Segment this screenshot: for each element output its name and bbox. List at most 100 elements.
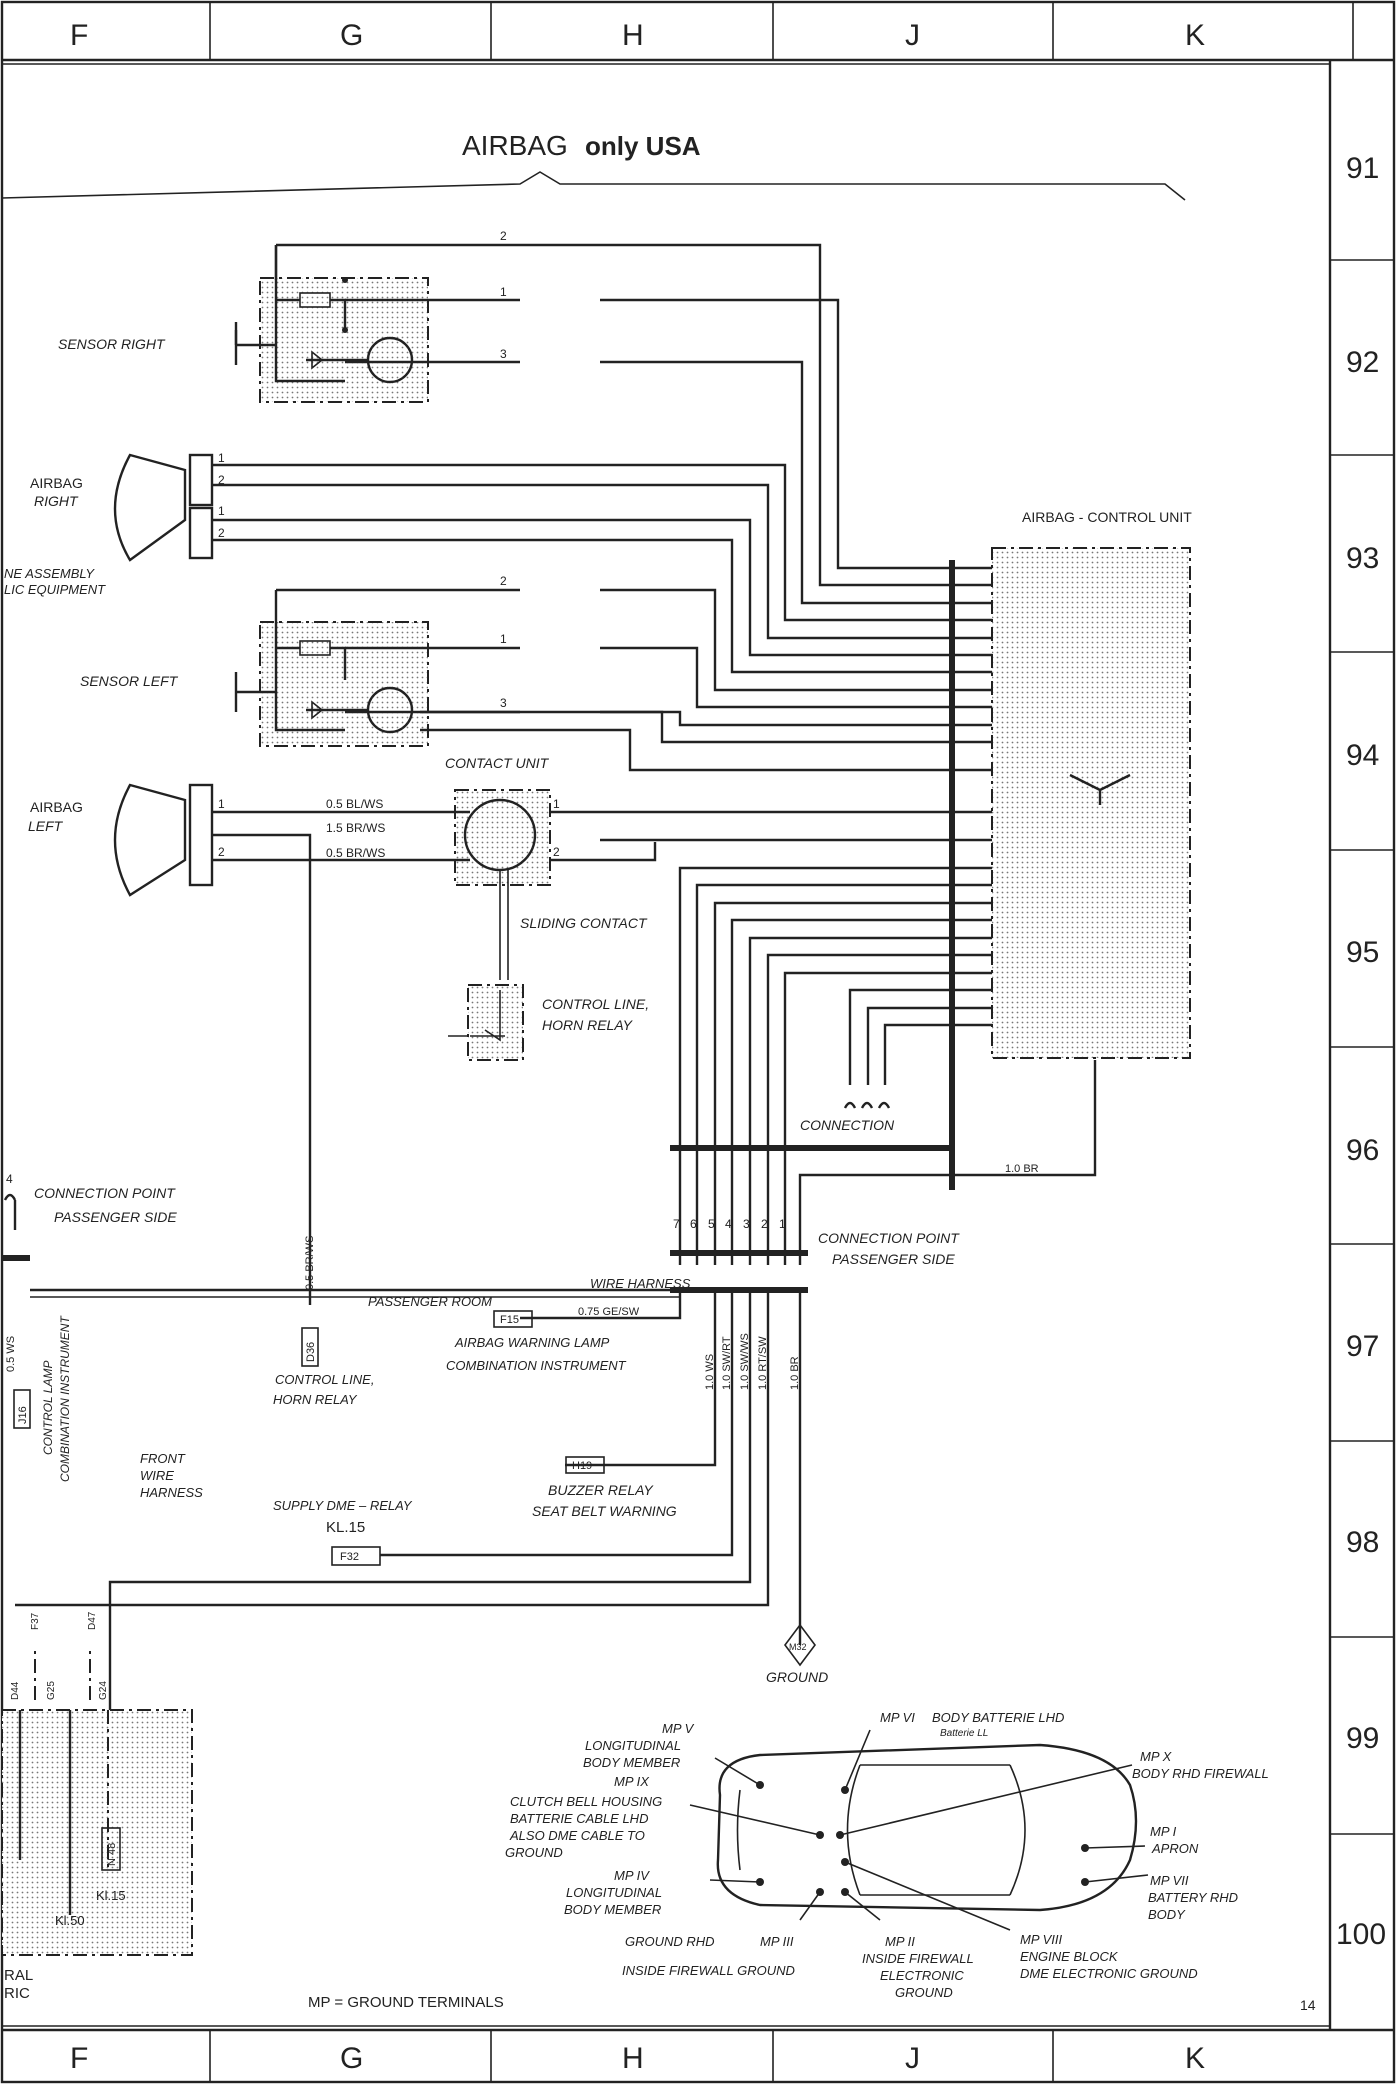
ground-point: MP II [885,1934,915,1949]
row-label: 91 [1346,152,1379,185]
row-label: 98 [1346,1526,1379,1559]
lower-wires [15,1215,802,1710]
wire-label: 1.0 SW/WS [739,1333,751,1390]
pin-label: 3 [500,696,507,710]
ground-point: MP VIII [1020,1932,1063,1947]
column-label: K [1185,2042,1205,2075]
ground-label: GROUND [766,1669,828,1685]
control-unit-wires [212,243,1097,1265]
diagram-title: AIRBAG [462,130,568,161]
ground-point: ELECTRONIC [880,1968,964,1983]
ground-point: ENGINE BLOCK [1020,1949,1119,1964]
central-electric-box: N 48 D44 G25 G24 D47 F37 [1,1611,193,1956]
ground-point: MP IX [614,1774,650,1789]
pin-label: 2 [553,845,560,859]
pin-label: 1 [218,504,225,518]
wire-label: 0.5 BL/WS [326,797,383,811]
column-labels-bottom: F G H J K [70,2042,1205,2075]
wire-label: 0.5 BR/WS [326,846,385,860]
airbag-right-label: AIRBAG [30,475,83,491]
ground-point: GROUND RHD [625,1934,715,1949]
pin-label: 1 [218,451,225,465]
ground-code: M32 [789,1642,807,1652]
airbag-control-unit [949,547,1191,1190]
car-outline [689,1729,1149,1931]
connection [843,1101,891,1109]
pin-label: 5 [708,1217,715,1231]
wire-harness-label: PASSENGER ROOM [368,1294,492,1309]
ground-terminals-label: MP = GROUND TERMINALS [308,1994,504,2011]
ground-point: CLUTCH BELL HOUSING [510,1794,662,1809]
warning-lamp-label: AIRBAG WARNING LAMP [454,1335,610,1350]
pin-label: 1 [500,632,507,646]
ground-point: BODY RHD FIREWALL [1132,1766,1269,1781]
warning-lamp-label: COMBINATION INSTRUMENT [446,1358,627,1373]
component-code: H19 [572,1460,592,1472]
row-label: 99 [1346,1722,1379,1755]
conn-point-left-label: CONNECTION POINT [34,1185,176,1201]
ground-point: BODY MEMBER [583,1755,680,1770]
control-unit-label: AIRBAG - CONTROL UNIT [1022,509,1192,525]
control-line-label: HORN RELAY [273,1392,358,1407]
diagram-subtitle: only USA [585,131,701,161]
row-labels: 91 92 93 94 95 96 97 98 99 100 [1336,152,1386,1951]
pin-label: 1 [218,797,225,811]
component-code: F15 [500,1314,519,1326]
pin-label: 3 [500,347,507,361]
column-label: F [70,2042,88,2075]
line-assembly-label: NE ASSEMBLY [4,566,95,581]
conn-point-right-label: CONNECTION POINT [818,1230,960,1246]
pin-label: 3 [743,1217,750,1231]
column-label: G [340,19,363,52]
component-code: N 48 [106,1843,118,1866]
conn-point-left-label: PASSENGER SIDE [54,1209,177,1225]
component-code: D36 [305,1342,317,1362]
ground-point: BODY [1148,1907,1186,1922]
ground-point: MP III [760,1934,794,1949]
pin-label: 2 [500,574,507,588]
ground-point: BATTERY RHD [1148,1890,1238,1905]
ground-point: BODY BATTERIE LHD [932,1710,1064,1725]
wire-label: 0.5 BR/WS [304,1236,316,1290]
buzzer-label: BUZZER RELAY [548,1482,654,1498]
component-code: G25 [46,1681,57,1700]
kl50-label: Kl.50 [55,1913,85,1928]
sensor-left [234,590,429,747]
ground-point: APRON [1151,1841,1199,1856]
wire-label: 1.5 BR/WS [326,821,385,835]
ground-point: GROUND [505,1845,563,1860]
pin-label: 1 [500,285,507,299]
ground-point: MP VI [880,1710,915,1725]
wire-label: 0.5 WS [5,1336,17,1372]
ground-point: INSIDE FIREWALL [862,1951,974,1966]
ground-point: MP V [662,1721,695,1736]
horn-relay-label: CONTROL LINE, [542,996,649,1012]
component-code: G24 [98,1681,109,1700]
control-lamp-label: COMBINATION INSTRUMENT [58,1315,72,1482]
buzzer-label: SEAT BELT WARNING [532,1503,677,1519]
pin-label: 1 [779,1217,786,1231]
airbag-left-label: LEFT [28,818,64,834]
column-label: H [622,2042,644,2075]
connection-label: CONNECTION [800,1117,895,1133]
line-assembly-label: LIC EQUIPMENT [4,582,106,597]
ground-point: LONGITUDINAL [585,1738,681,1753]
pin-label: 7 [673,1217,680,1231]
wire-label: 1.0 BR [1005,1163,1039,1175]
ground-point: LONGITUDINAL [566,1885,662,1900]
control-line-label: CONTROL LINE, [275,1372,374,1387]
column-labels-top: F G H J K [70,19,1205,52]
column-label: H [622,19,644,52]
sensor-right [234,245,429,403]
contact-unit [448,789,551,1061]
column-label: K [1185,19,1205,52]
ground-point: Batterie LL [940,1728,988,1739]
pin-label: 2 [218,526,225,540]
component-code: J16 [17,1406,29,1424]
column-label: F [70,19,88,52]
central-label: RIC [4,1985,30,2002]
pin-label: 4 [725,1217,732,1231]
component-code: F32 [340,1551,359,1563]
pin-label: 2 [218,473,225,487]
kl15-label: KL.15 [326,1519,365,1536]
